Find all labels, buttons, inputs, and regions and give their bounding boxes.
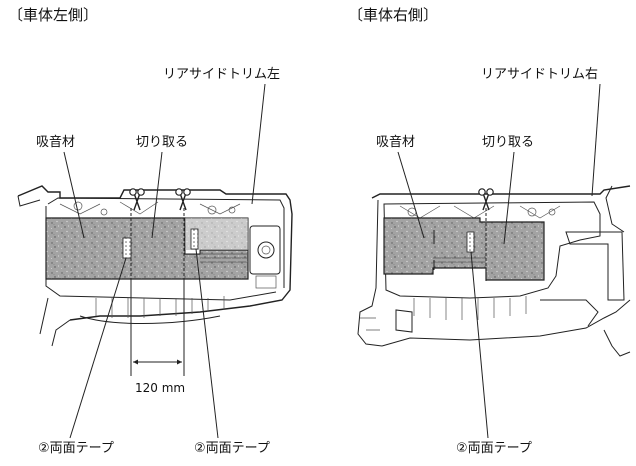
right-cut-label: 切り取る [482,135,534,150]
right-tape-strip [466,231,475,253]
left-absorber-label: 吸音材 [36,134,75,150]
right-tape-label: ②両面テープ [456,441,532,456]
left-dimension-120mm: 120 mm [130,280,185,395]
left-cut-label: 切り取る [136,135,188,150]
dimension-label: 120 mm [135,381,185,395]
left-heading: 〔車体左側〕 [8,6,98,24]
left-trim-panel [17,185,293,347]
scissors-icon [129,188,145,211]
left-trim-label: リアサイドトリム左 [163,67,280,82]
right-heading: 〔車体右側〕 [348,6,438,24]
left-tape-a-label: ②両面テープ [38,441,114,456]
left-tape-strip-a [122,237,132,259]
right-panel: 〔車体右側〕 リアサイドトリム右 吸音材 [348,6,631,456]
left-tape-b-label: ②両面テープ [194,441,270,456]
right-absorber-label: 吸音材 [376,134,415,150]
right-sound-absorber [383,217,545,281]
right-trim-label: リアサイドトリム右 [481,67,598,82]
left-panel: 〔車体左側〕 [8,6,293,456]
scissors-icon [478,188,494,211]
right-trim-panel [357,185,631,357]
left-tape-strip-b [190,228,199,250]
